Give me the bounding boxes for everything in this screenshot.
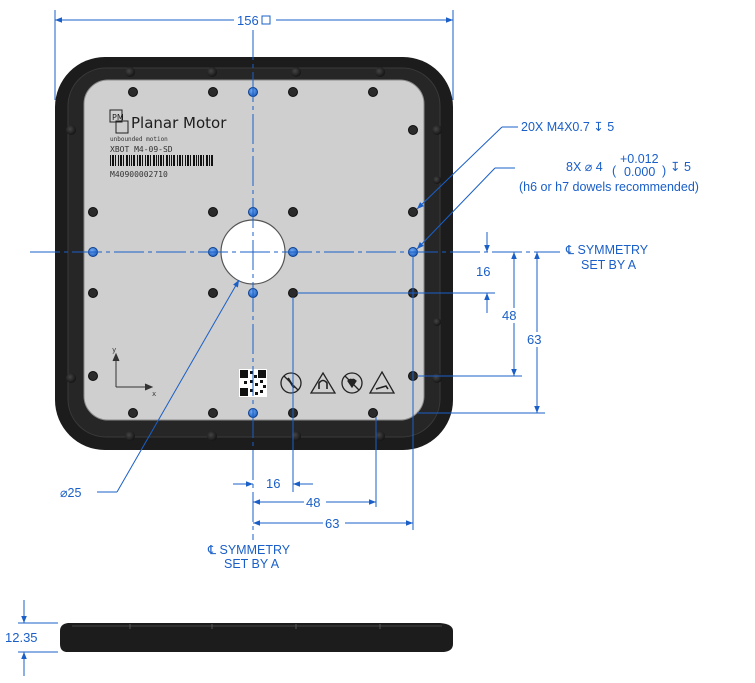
brand-name: Planar Motor	[131, 114, 227, 132]
dowel-tol-plus: +0.012	[620, 152, 659, 166]
symmetry-bottom-line1: ℄ SYMMETRY	[207, 543, 291, 557]
width-dim-text: 156	[237, 13, 259, 28]
dim-v63: 63	[527, 332, 541, 347]
center-hole-leader	[97, 279, 240, 493]
warning-symbols	[280, 370, 396, 394]
dim-v16: 16	[476, 264, 490, 279]
axis-x-label: x	[152, 390, 156, 398]
side-height-dim: 12.35	[5, 630, 38, 645]
logo-box-bottom	[115, 120, 129, 134]
dim-v48-bg	[500, 308, 520, 323]
dim-h63: 63	[325, 516, 339, 531]
dim-h48-bg	[304, 495, 326, 509]
dowel-depth: ↧ 5	[670, 160, 691, 174]
dowel-tol-open: (	[612, 164, 617, 178]
dim-v63-bg	[525, 332, 547, 347]
tapped-holes	[88, 87, 418, 418]
symmetry-right-line2: SET BY A	[581, 258, 637, 272]
dim-h63-bg	[323, 516, 345, 530]
dowel-recommendation: (h6 or h7 dowels recommended)	[519, 180, 699, 194]
dowel-tol-close: )	[662, 164, 666, 178]
brand-tagline: unbounded motion	[110, 136, 168, 143]
dim-h16: 16	[266, 476, 280, 491]
brand-logo: PM	[112, 113, 124, 122]
centerlines	[30, 30, 560, 540]
xy-axis-indicator	[112, 352, 154, 391]
serial-number: M40900002710	[110, 170, 168, 179]
symmetry-bottom-line2: SET BY A	[224, 557, 280, 571]
symmetry-right-line1: ℄ SYMMETRY	[565, 243, 649, 257]
xbot-side-view	[60, 623, 453, 652]
dim-v48: 48	[502, 308, 516, 323]
square-symbol	[261, 15, 271, 25]
brand-area: PM Planar Motor unbounded motion XBOT M4…	[109, 109, 227, 179]
frame-screws	[66, 67, 442, 441]
no-pacemaker-icon	[341, 372, 363, 394]
center-hole-dia: ⌀25	[60, 486, 81, 500]
dowel-leader	[416, 167, 515, 250]
axis-y-label: y	[112, 346, 116, 354]
dim-h48: 48	[306, 495, 320, 510]
dowel-tol-minus: 0.000	[624, 165, 655, 179]
xbot-top-view: PM Planar Motor unbounded motion XBOT M4…	[55, 57, 453, 450]
dowel-callout: 8X ⌀ 4	[566, 160, 603, 174]
thread-callout: 20X M4X0.7 ↧ 5	[521, 120, 614, 134]
barcode	[110, 155, 213, 166]
thread-leader	[416, 126, 518, 210]
height-dimension	[18, 600, 58, 676]
side-profile	[60, 623, 453, 652]
magnet-warning-icon	[309, 371, 337, 394]
hand-crush-warning-icon	[368, 370, 396, 394]
model-number: XBOT M4-09-SD	[110, 145, 173, 154]
side-screw-notches	[129, 624, 381, 629]
